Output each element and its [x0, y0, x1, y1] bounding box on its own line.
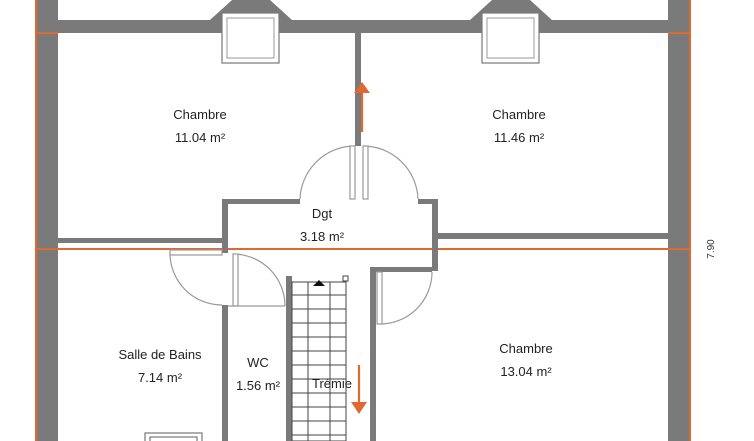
- door-arc-icon: [169, 145, 433, 325]
- skylight-right: [470, 0, 552, 64]
- room-area-chambre-se: 13.04 m²: [500, 364, 552, 379]
- guide-lines: [35, 0, 691, 441]
- room-name-chambre-se: Chambre: [499, 341, 552, 356]
- room-area-sdb: 7.14 m²: [138, 370, 183, 385]
- wall-right: [668, 0, 690, 441]
- room-area-dgt: 3.18 m²: [300, 229, 345, 244]
- outer-walls: [36, 0, 690, 441]
- skylight-left: [210, 0, 292, 64]
- room-area-chambre-nw: 11.04 m²: [175, 130, 226, 145]
- room-labels: Chambre 11.04 m² Chambre 11.46 m² Dgt 3.…: [118, 107, 552, 393]
- skylight-icon: [144, 432, 203, 441]
- room-name-dgt: Dgt: [312, 206, 333, 221]
- room-name-chambre-nw: Chambre: [173, 107, 226, 122]
- wall-top: [36, 20, 690, 33]
- dimension-label: 7.90: [706, 239, 717, 259]
- room-name-wc: WC: [247, 355, 269, 370]
- wall-left: [36, 0, 58, 441]
- room-name-sdb: Salle de Bains: [118, 347, 202, 362]
- arrow-up-icon: [313, 280, 325, 286]
- tremie-label: Trémie: [312, 376, 352, 391]
- room-area-chambre-ne: 11.46 m²: [494, 130, 545, 145]
- staircase: [291, 275, 349, 441]
- arrow-down-icon: [351, 365, 367, 414]
- arrow-up-icon: [354, 82, 370, 132]
- door-openings: [300, 198, 418, 205]
- room-name-chambre-ne: Chambre: [492, 107, 545, 122]
- room-area-wc: 1.56 m²: [236, 378, 281, 393]
